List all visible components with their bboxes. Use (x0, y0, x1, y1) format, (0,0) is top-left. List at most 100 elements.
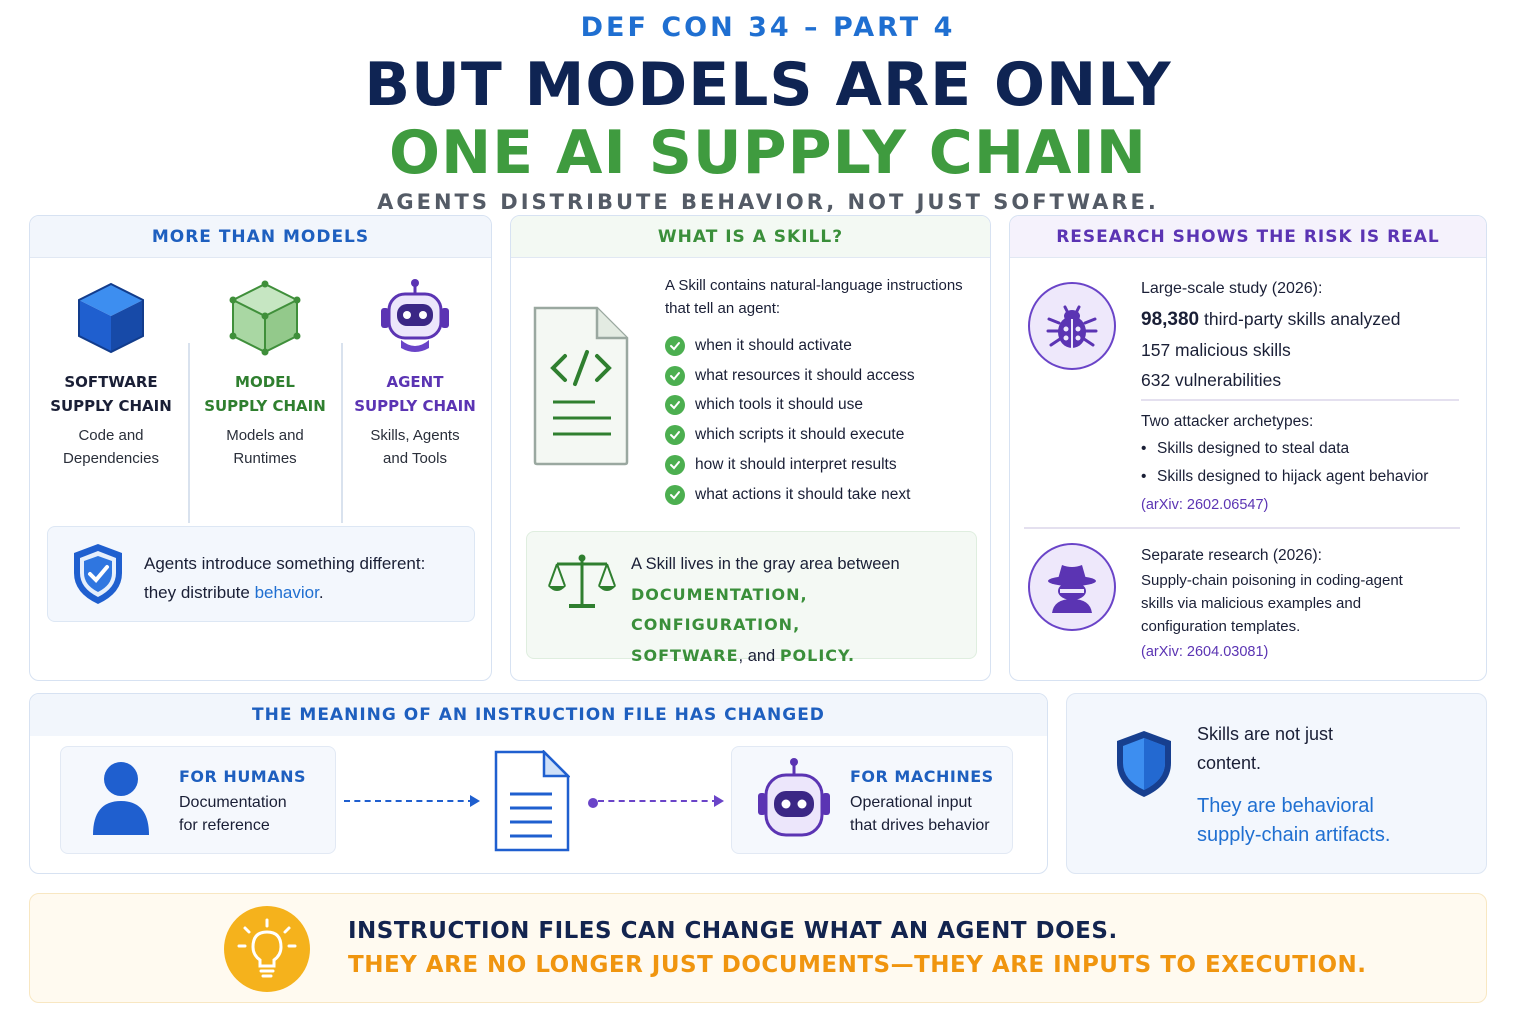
study2-line1: Supply-chain poisoning in coding-agent (1141, 572, 1403, 589)
agent-supply-chain: AGENT SUPPLY CHAIN Skills, Agents and To… (340, 278, 490, 470)
list-item: how it should interpret results (665, 450, 915, 480)
what-is-a-skill-panel: WHAT IS A SKILL? A Skill contains natura… (510, 215, 991, 681)
chain-name-line1: SOFTWARE (64, 373, 158, 391)
chain-desc-line1: Code and (78, 427, 144, 444)
lightbulb-icon (224, 906, 310, 992)
divider (341, 343, 343, 523)
list-item: what actions it should take next (665, 480, 915, 510)
chain-desc-line2: Runtimes (233, 450, 297, 467)
term-software: SOFTWARE (631, 645, 739, 665)
arrow-head-icon (470, 794, 480, 812)
page-header: DEF CON 34 – PART 4 BUT MODELS ARE ONLY … (0, 10, 1536, 218)
arrow-connector (598, 800, 718, 802)
behavior-callout: Agents introduce something different: th… (47, 526, 475, 622)
research-panel: RESEARCH SHOWS THE RISK IS REAL Large-sc… (1009, 215, 1487, 681)
term-configuration: CONFIGURATION (631, 615, 794, 634)
list-item: when it should activate (665, 331, 915, 361)
code-file-icon (531, 304, 631, 473)
more-than-models-panel: MORE THAN MODELS SOFTWARE SUPPLY CHAIN C… (29, 215, 492, 681)
study2-line3: configuration templates. (1141, 618, 1301, 635)
divider (188, 343, 190, 523)
spy-icon (1028, 543, 1116, 631)
chain-name-line2: SUPPLY CHAIN (204, 397, 326, 415)
term-documentation: DOCUMENTATION (631, 584, 801, 604)
page-subtitle: AGENTS DISTRIBUTE BEHAVIOR, NOT JUST SOF… (377, 190, 1159, 214)
callout-highlight: behavior (254, 583, 319, 602)
for-machines-card: FOR MACHINES Operational input that driv… (731, 746, 1013, 854)
robot-icon (340, 278, 490, 358)
person-icon (91, 759, 151, 842)
artifacts-line2: content. (1197, 753, 1262, 773)
skill-intro-line2: that tell an agent: (665, 300, 781, 317)
list-item: which tools it should use (665, 391, 915, 421)
check-icon (665, 335, 685, 356)
shield-icon (1113, 728, 1175, 805)
research-heading: RESEARCH SHOWS THE RISK IS REAL (1010, 216, 1486, 258)
malicious-count: 157 malicious skills (1141, 340, 1291, 360)
robot-icon (756, 757, 832, 846)
archetypes-label: Two attacker archetypes: (1141, 413, 1314, 430)
bottom-banner: INSTRUCTION FILES CAN CHANGE WHAT AN AGE… (29, 893, 1487, 1003)
skill-intro-line1: A Skill contains natural-language instru… (665, 277, 963, 294)
archetypes: Two attacker archetypes: Skills designed… (1141, 409, 1471, 519)
page-title-line2: ONE AI SUPPLY CHAIN (388, 118, 1148, 188)
chain-desc-line2: and Tools (383, 450, 447, 467)
model-supply-chain: MODEL SUPPLY CHAIN Models and Runtimes (190, 278, 340, 470)
software-supply-chain: SOFTWARE SUPPLY CHAIN Code and Dependenc… (36, 278, 186, 470)
gray-area-callout: A Skill lives in the gray area between D… (526, 531, 977, 665)
skills-count: 98,380 (1141, 309, 1200, 330)
chain-name-line2: SUPPLY CHAIN (354, 397, 476, 415)
chain-name-line2: SUPPLY CHAIN (50, 397, 172, 415)
check-icon (665, 484, 685, 505)
check-icon (665, 455, 685, 476)
study2: Separate research (2026): Supply-chain p… (1141, 543, 1471, 666)
meaning-panel: THE MEANING OF AN INSTRUCTION FILE HAS C… (29, 693, 1048, 874)
citation: (arXiv: 2604.03081) (1141, 644, 1269, 660)
for-humans-card: FOR HUMANS Documentation for reference (60, 746, 336, 854)
chain-desc-line1: Skills, Agents (370, 427, 460, 444)
banner-line2: THEY ARE NO LONGER JUST DOCUMENTS—THEY A… (348, 952, 1367, 978)
callout-line1: Agents introduce something different: (144, 554, 426, 573)
list-item: what resources it should access (665, 361, 915, 391)
study2-line2: skills via malicious examples and (1141, 595, 1362, 612)
study2-label: Separate research (2026): (1141, 547, 1322, 564)
check-icon (665, 395, 685, 416)
for-machines-line2: that drives behavior (850, 817, 990, 834)
arrow-head-icon (714, 794, 724, 812)
more-than-models-heading: MORE THAN MODELS (30, 216, 491, 258)
artifacts-line4: supply-chain artifacts. (1197, 824, 1391, 846)
gray-area-line1: A Skill lives in the gray area between (631, 555, 900, 573)
chain-desc-line1: Models and (226, 427, 304, 444)
shield-check-icon (70, 541, 126, 612)
callout-line2-suffix: . (318, 583, 324, 602)
for-machines-label: FOR MACHINES (850, 767, 994, 786)
dot-icon (588, 795, 598, 813)
study1: Large-scale study (2026): 98,380 third-p… (1141, 274, 1471, 395)
artifacts-line3: They are behavioral (1197, 795, 1374, 817)
kicker: DEF CON 34 – PART 4 (580, 12, 956, 43)
list-item: Skills designed to steal data (1141, 435, 1471, 463)
divider (1024, 527, 1460, 529)
skills-count-label: third-party skills analyzed (1204, 309, 1401, 329)
chain-desc-line2: Dependencies (63, 450, 159, 467)
for-humans-line1: Documentation (179, 794, 287, 811)
callout-line2-prefix: they distribute (144, 583, 255, 602)
chain-name-line1: AGENT (386, 373, 444, 391)
wireframe-cube-icon (190, 278, 340, 358)
for-humans-line2: for reference (179, 817, 270, 834)
banner-line1: INSTRUCTION FILES CAN CHANGE WHAT AN AGE… (348, 918, 1118, 944)
bug-icon (1028, 282, 1116, 370)
divider (1141, 399, 1459, 401)
check-icon (665, 365, 685, 386)
term-policy: POLICY (779, 645, 848, 665)
for-humans-label: FOR HUMANS (179, 767, 307, 786)
arrow-connector (344, 800, 474, 802)
meaning-heading: THE MEANING OF AN INSTRUCTION FILE HAS C… (30, 694, 1047, 736)
cube-icon (36, 278, 186, 358)
list-item: Skills designed to hijack agent behavior (1141, 463, 1471, 491)
scales-icon (547, 552, 617, 617)
artifacts-panel: Skills are not just content. They are be… (1066, 693, 1487, 874)
supply-chain-list: SOFTWARE SUPPLY CHAIN Code and Dependenc… (30, 278, 491, 523)
artifacts-line1: Skills are not just (1197, 724, 1334, 744)
vulnerability-count: 632 vulnerabilities (1141, 370, 1282, 390)
